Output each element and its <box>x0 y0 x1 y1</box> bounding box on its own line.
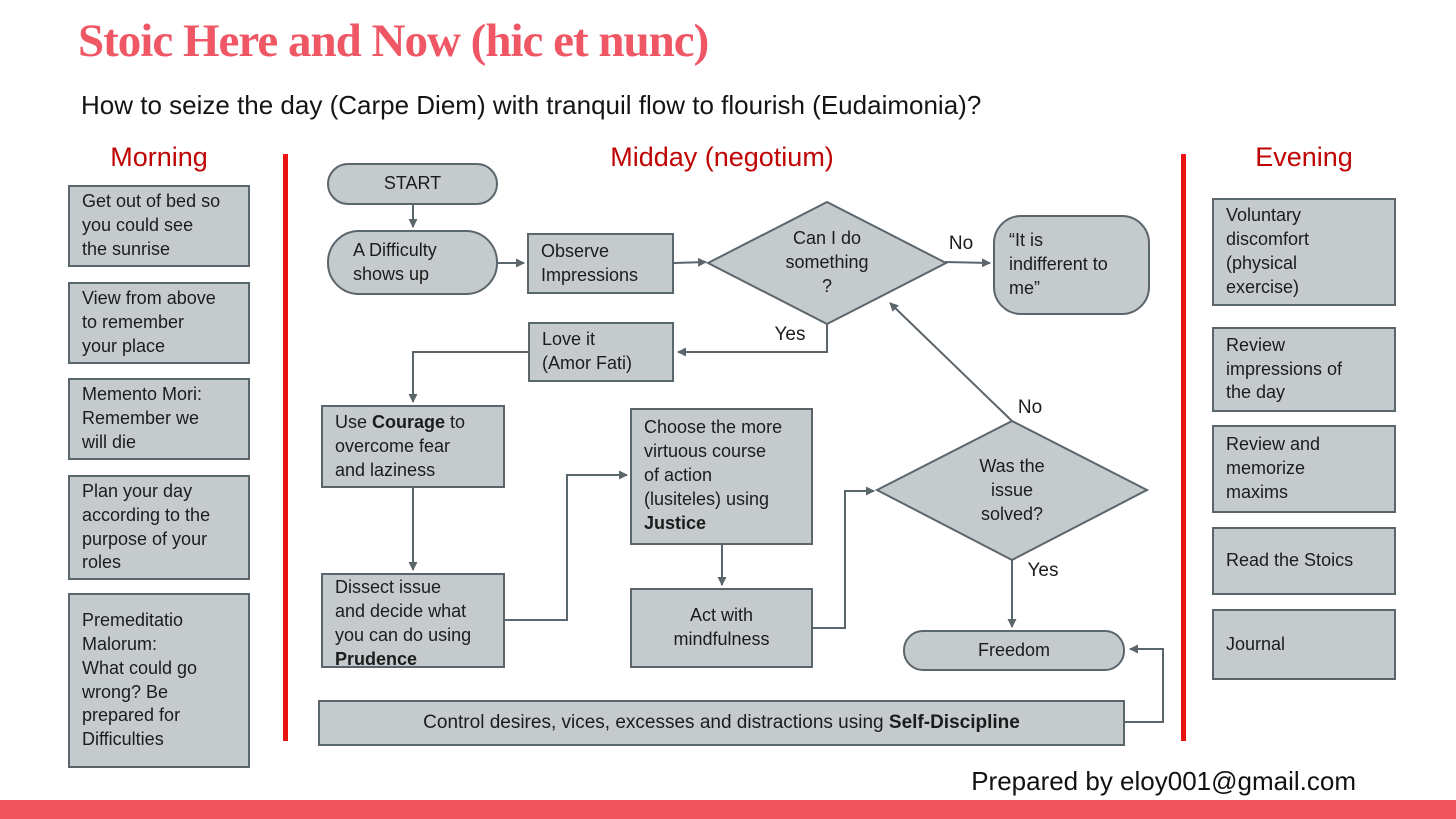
edge-label-yes-solved: Yes <box>1027 560 1059 581</box>
bottom-accent-bar <box>0 800 1456 819</box>
flow-decision-can-i-do-something: Can I do something ? <box>785 228 869 296</box>
morning-item-plan-day: Plan your day according to the purpose o… <box>68 475 250 580</box>
flow-node-prudence: Dissect issue and decide what you can do… <box>321 573 505 669</box>
column-heading-morning: Morning <box>110 142 208 172</box>
node-label: “It is indifferent to me” <box>1009 230 1108 298</box>
evening-item-label: Voluntary discomfort (physical exercise) <box>1226 205 1310 297</box>
morning-item-label: Get out of bed so you could see the sunr… <box>82 191 221 259</box>
flow-node-love-it-amor-fati: Love it (Amor Fati) <box>528 322 674 382</box>
prepared-by-text: Prepared by eloy001@gmail.com <box>971 766 1356 796</box>
node-label-bold: Courage <box>372 412 446 432</box>
node-label-pre: Use <box>335 412 373 432</box>
evening-item-label: Review and memorize maxims <box>1226 434 1321 502</box>
edge-label-no-can-do: No <box>948 233 974 254</box>
node-label: A Difficulty shows up <box>353 239 437 284</box>
evening-item-label: Review impressions of the day <box>1226 334 1343 403</box>
flow-node-courage: Use Courage to overcome fear and lazines… <box>321 405 505 488</box>
node-label: START <box>383 173 442 194</box>
morning-item-sunrise: Get out of bed so you could see the sunr… <box>68 185 250 267</box>
node-label-bold: Justice <box>644 512 707 533</box>
column-heading-midday: Midday (negotium) <box>610 142 834 172</box>
node-label-bold: Self-Discipline <box>888 712 1020 733</box>
morning-item-label: Plan your day according to the purpose o… <box>82 480 211 573</box>
morning-item-view-from-above: View from above to remember your place <box>68 282 250 364</box>
node-label-post: to overcome fear and laziness <box>335 412 466 480</box>
evening-item-memorize-maxims: Review and memorize maxims <box>1212 425 1396 513</box>
flow-node-freedom: Freedom <box>903 630 1125 671</box>
morning-item-label: Memento Mori: Remember we will die <box>82 384 203 452</box>
evening-item-review-impressions: Review impressions of the day <box>1212 327 1396 412</box>
flow-node-indifferent: “It is indifferent to me” <box>993 215 1150 315</box>
flow-node-act-with-mindfulness: Act with mindfulness <box>630 588 813 668</box>
flow-node-self-discipline: Control desires, vices, excesses and dis… <box>318 700 1125 746</box>
morning-item-label: View from above to remember your place <box>82 288 216 356</box>
evening-item-voluntary-discomfort: Voluntary discomfort (physical exercise) <box>1212 198 1396 306</box>
evening-item-label: Journal <box>1226 633 1286 654</box>
evening-item-read-stoics: Read the Stoics <box>1212 527 1396 595</box>
evening-item-label: Read the Stoics <box>1226 550 1354 571</box>
page-title: Stoic Here and Now (hic et nunc) <box>78 15 709 67</box>
flow-node-observe-impressions: Observe Impressions <box>527 233 674 294</box>
edge-label-yes-can-do: Yes <box>774 324 806 345</box>
flow-node-justice: Choose the more virtuous course of actio… <box>630 408 813 545</box>
node-label-pre: Choose the more virtuous course of actio… <box>644 417 783 509</box>
edge-label-no-solved: No <box>1017 397 1043 418</box>
divider-right <box>1181 154 1186 741</box>
flow-decision-was-issue-solved: Was the issue solved? <box>979 456 1045 524</box>
flow-node-start: START <box>327 163 498 205</box>
column-heading-evening: Evening <box>1255 142 1353 172</box>
evening-item-journal: Journal <box>1212 609 1396 680</box>
morning-item-premeditatio: Premeditatio Malorum: What could go wron… <box>68 593 250 768</box>
node-label-pre: Control desires, vices, excesses and dis… <box>423 712 889 733</box>
node-label-bold: Prudence <box>335 648 418 669</box>
node-label: Freedom <box>977 639 1051 660</box>
node-label: Act with mindfulness <box>673 605 770 649</box>
node-label: Love it (Amor Fati) <box>542 329 632 373</box>
node-label-pre: Dissect issue and decide what you can do… <box>335 577 472 645</box>
morning-item-memento-mori: Memento Mori: Remember we will die <box>68 378 250 460</box>
morning-item-label: Premeditatio Malorum: What could go wron… <box>82 609 198 750</box>
flow-node-difficulty: A Difficulty shows up <box>327 230 498 295</box>
node-label: Observe Impressions <box>541 240 639 285</box>
page-subtitle: How to seize the day (Carpe Diem) with t… <box>81 90 982 120</box>
divider-left <box>283 154 288 741</box>
